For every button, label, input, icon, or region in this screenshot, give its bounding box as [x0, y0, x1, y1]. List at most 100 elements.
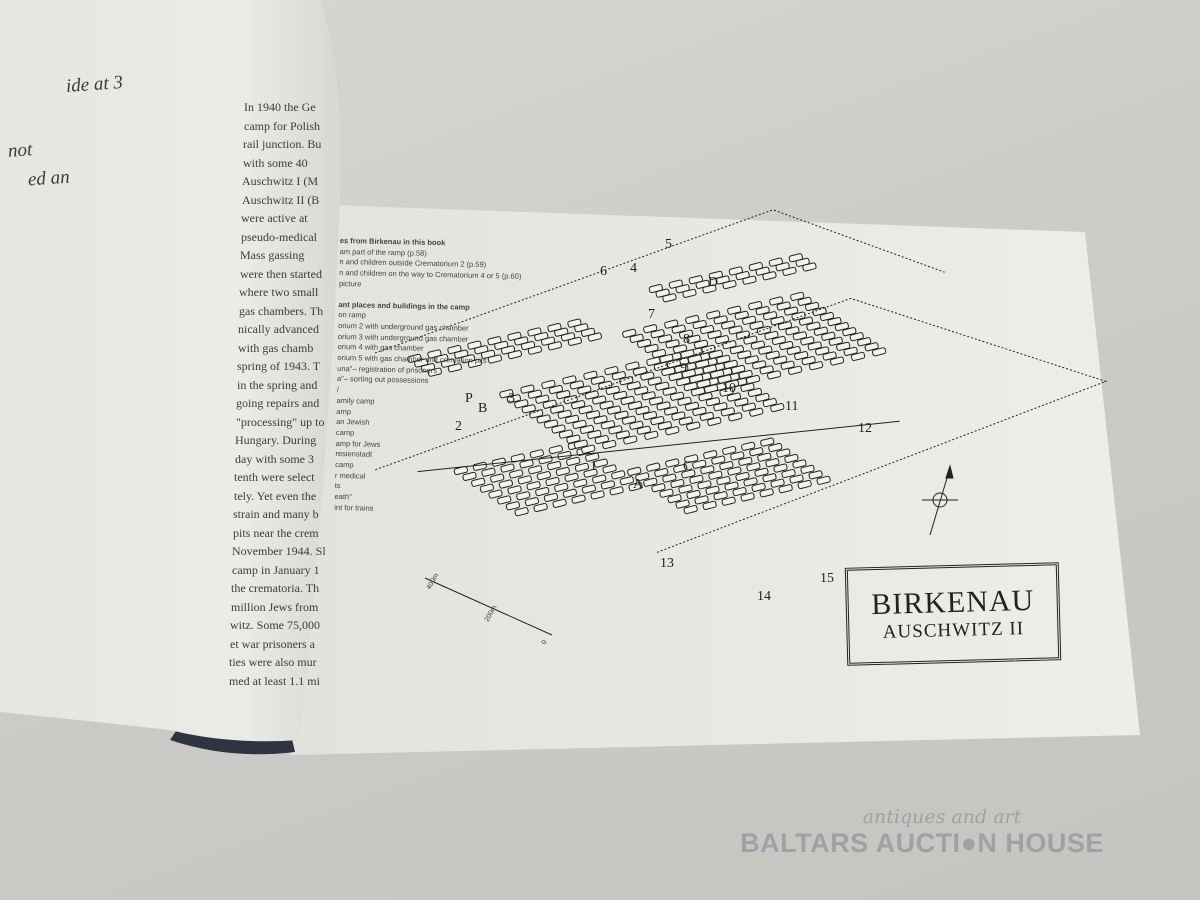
barrack [815, 346, 830, 356]
barrack [627, 466, 642, 476]
map-legend: es from Birkenau in this book am part of… [334, 236, 522, 517]
barrack [801, 356, 816, 366]
map-label: 13 [660, 556, 674, 571]
barrack [551, 424, 566, 434]
column-text-line: were then started [240, 266, 322, 281]
barrack [527, 389, 542, 399]
barrack [742, 315, 757, 325]
column-text-line: rail junction. Bu [243, 137, 322, 151]
barrack [643, 324, 658, 334]
barrack [808, 470, 823, 480]
column-text-line: November 1944. Sl [232, 544, 326, 558]
barrack [677, 396, 692, 406]
barrack [499, 389, 514, 399]
barrack [743, 335, 758, 345]
barrack [790, 291, 805, 301]
barrack [619, 376, 634, 386]
barrack [721, 320, 736, 330]
barrack [564, 414, 580, 424]
barrack [634, 386, 649, 396]
barrack [768, 442, 783, 453]
watermark-tagline: antiques and art [862, 806, 1022, 828]
barrack [557, 409, 572, 419]
barrack [535, 394, 550, 404]
barrack [693, 339, 709, 349]
barrack [590, 490, 605, 500]
barrack [737, 350, 752, 360]
barrack [708, 470, 723, 480]
map-label: 1 [590, 459, 597, 474]
map-label: 9 [680, 361, 687, 376]
barrack [689, 374, 704, 384]
barrack [671, 324, 686, 334]
barrack [672, 344, 688, 354]
barrack [812, 306, 827, 317]
edge-text-line: not [7, 139, 33, 162]
barrack [699, 411, 714, 421]
barrack [648, 396, 664, 406]
barrack [759, 365, 774, 375]
barrack [599, 400, 614, 410]
barrack [447, 363, 463, 373]
barrack [732, 486, 747, 497]
barrack [471, 477, 486, 487]
barrack [579, 424, 595, 434]
barrack [666, 359, 681, 369]
barrack [719, 387, 734, 397]
barrack [696, 379, 711, 389]
barrack [678, 484, 693, 494]
barrack [581, 484, 597, 494]
column-text-line: camp for Polish [244, 118, 320, 133]
barrack [735, 471, 750, 482]
barrack [707, 416, 722, 427]
barrack [664, 319, 679, 329]
barrack [571, 400, 586, 410]
barrack [713, 315, 728, 325]
barrack [714, 335, 730, 345]
barrack [722, 445, 737, 455]
barrack [507, 485, 522, 495]
barrack [734, 397, 749, 407]
column-text-line: with gas chamb [238, 340, 314, 355]
barrack [734, 310, 749, 320]
barrack [740, 492, 755, 502]
barrack [692, 459, 707, 469]
barrack [614, 410, 629, 420]
barrack [757, 452, 772, 462]
barrack [625, 361, 640, 371]
barrack [784, 306, 799, 316]
barrack [746, 462, 761, 472]
barrack [742, 275, 757, 285]
barrack [604, 366, 619, 376]
barrack [626, 381, 641, 391]
barrack [747, 387, 763, 398]
barrack [462, 471, 477, 481]
barrack [558, 429, 574, 439]
barrack [578, 405, 593, 415]
barrack [667, 494, 682, 504]
barrack [684, 454, 699, 464]
barrack [703, 384, 719, 394]
barrack [770, 403, 785, 413]
column-text-line: camp in January 1 [232, 562, 320, 577]
barrack [726, 392, 742, 402]
barrack [555, 466, 570, 477]
barrack [766, 370, 782, 380]
column-text-line: million Jews from [231, 599, 319, 614]
barrack [776, 301, 791, 311]
barrack [636, 425, 651, 435]
barrack [807, 341, 822, 351]
barrack [547, 341, 563, 351]
column-text-line: nically advanced [238, 322, 319, 336]
barrack [695, 359, 710, 369]
barrack [702, 364, 717, 374]
barrack [822, 351, 837, 361]
column-text-line: Auschwitz II (B [242, 192, 320, 207]
barrack [698, 392, 713, 402]
map-label: 8 [683, 332, 690, 347]
barrack [655, 381, 670, 391]
column-text-line: witz. Some 75,000 [230, 618, 320, 632]
barrack [467, 358, 483, 368]
barrack [776, 448, 791, 458]
